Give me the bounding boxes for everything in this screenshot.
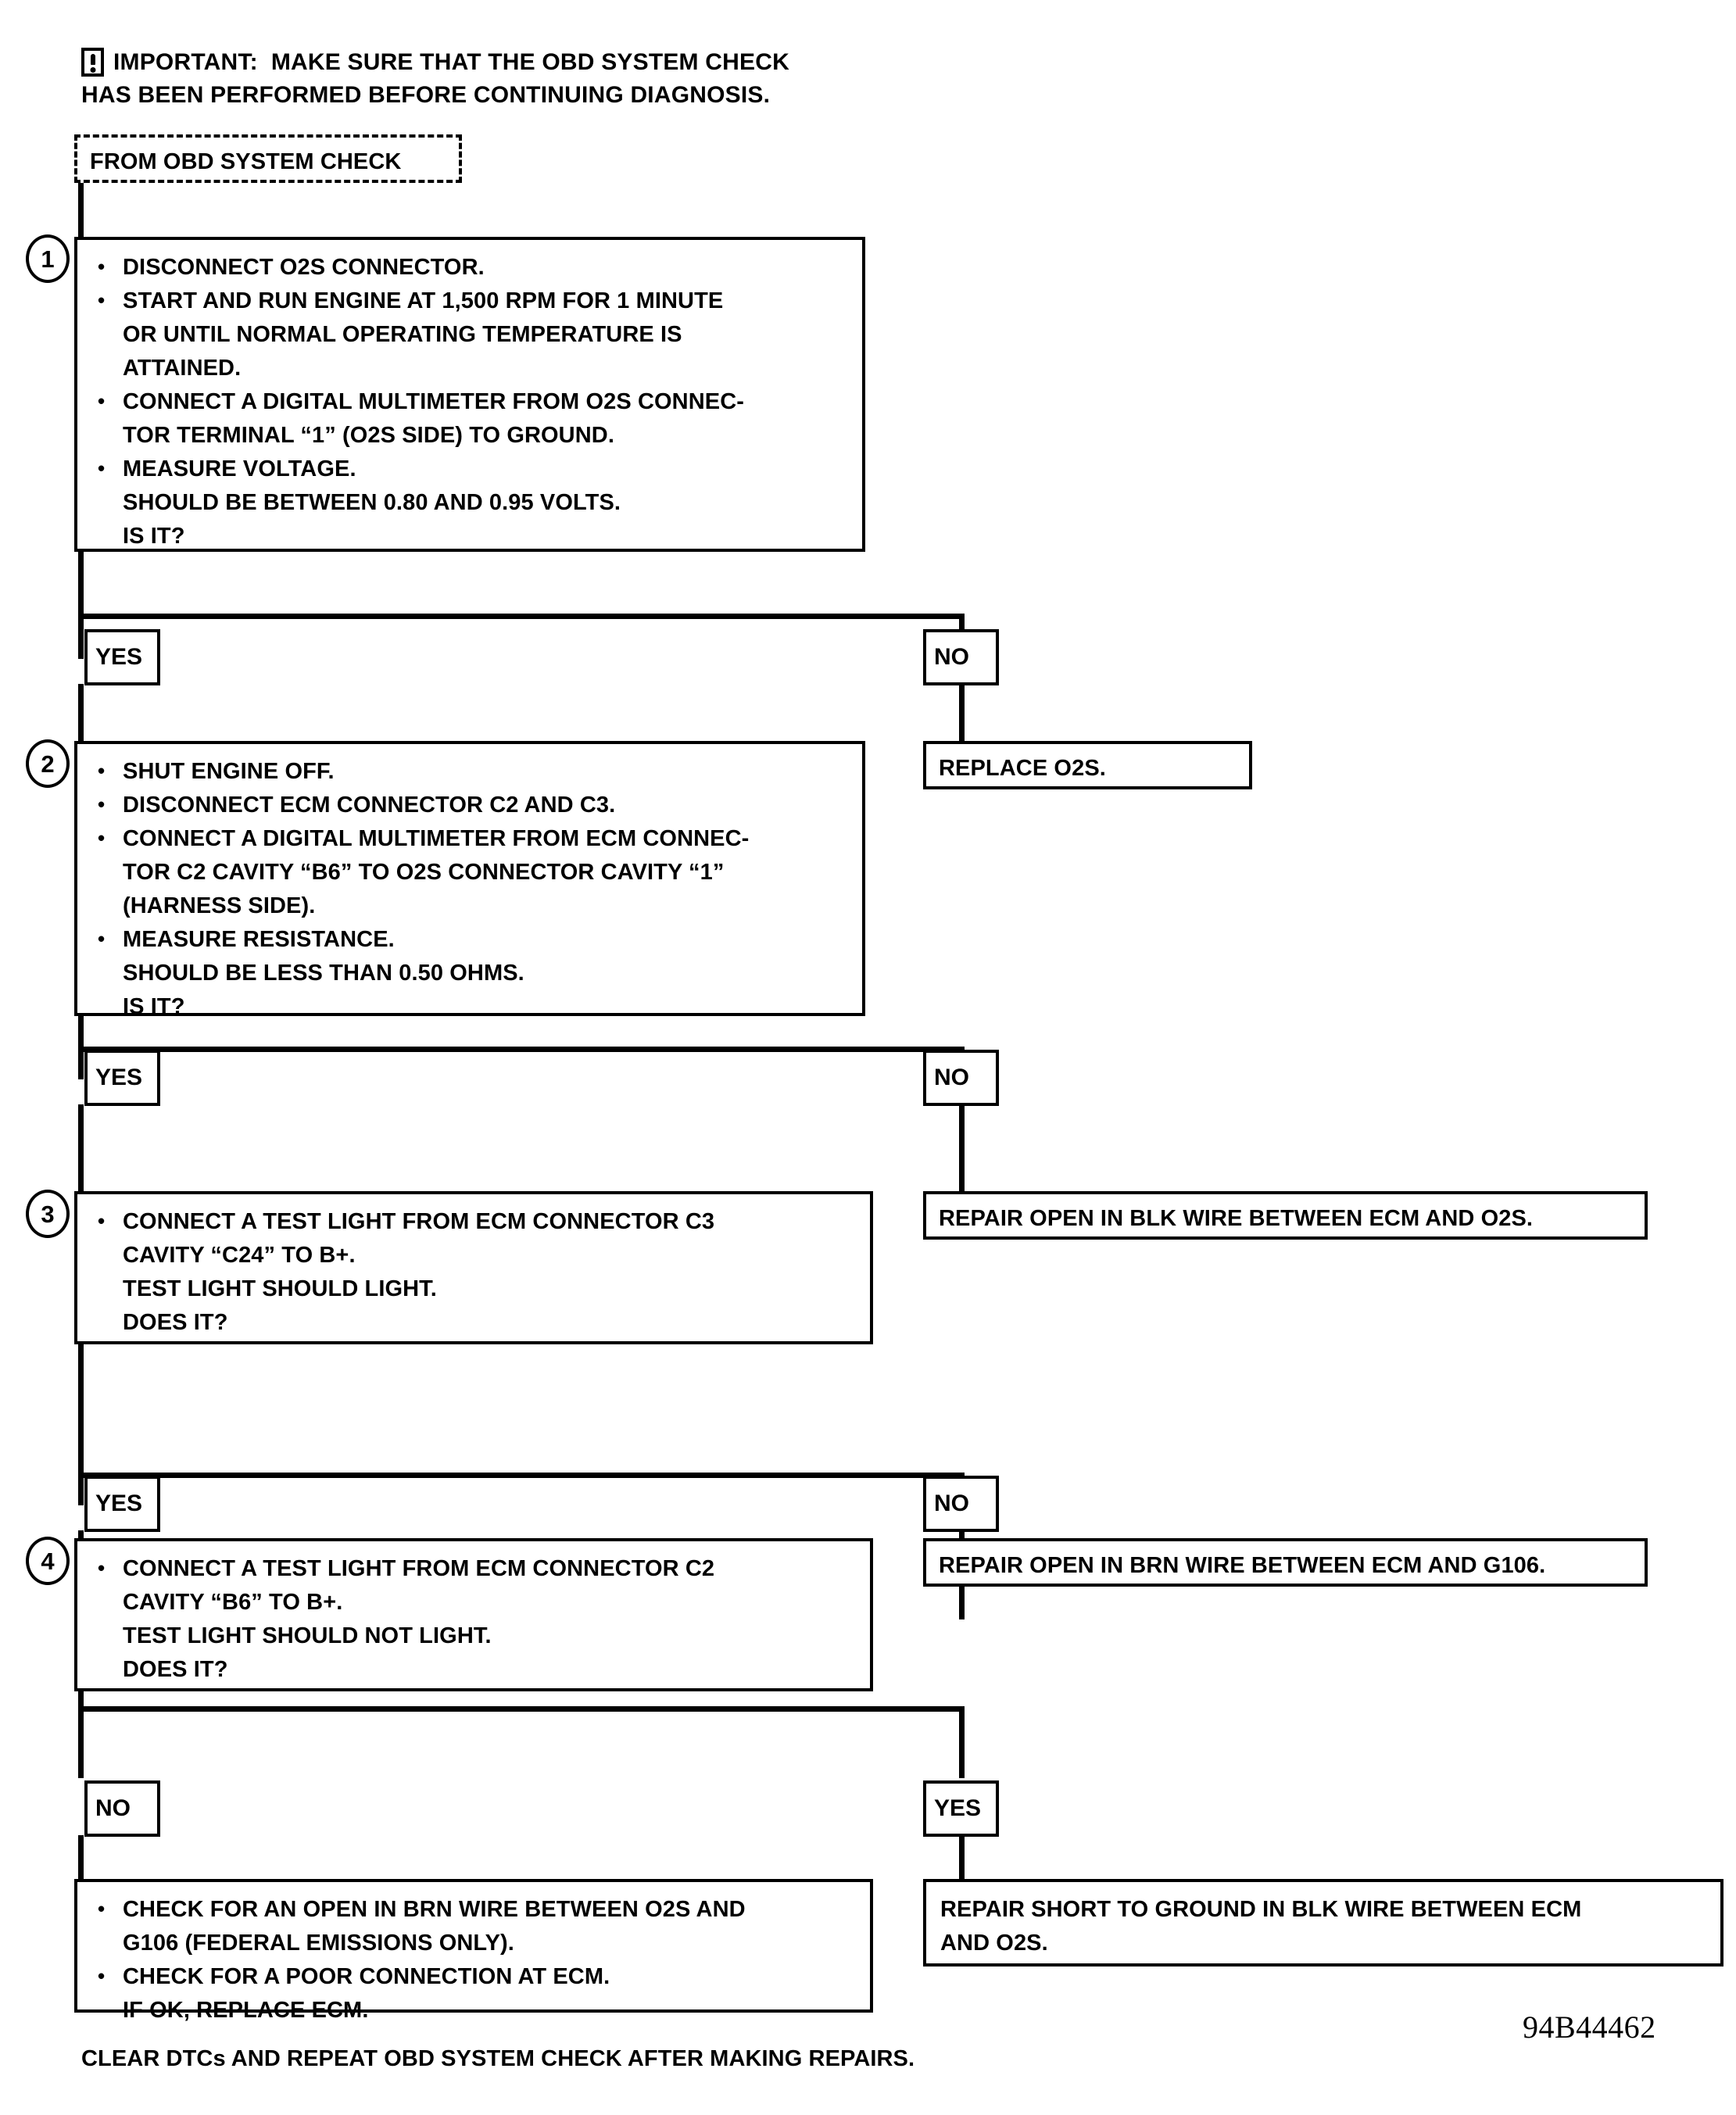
connector-branch2-left-down <box>78 1047 84 1079</box>
result-line: REPAIR OPEN IN BLK WIRE BETWEEN ECM AND … <box>939 1206 1534 1231</box>
branch-3-right-label-no: NO <box>923 1476 999 1532</box>
step-2-bullet-list: SHUT ENGINE OFF. DISCONNECT ECM CONNECTO… <box>91 754 848 1024</box>
connector-step1-down <box>78 552 84 619</box>
list-item: START AND RUN ENGINE AT 1,500 RPM FOR 1 … <box>91 284 848 385</box>
step-box-1: DISCONNECT O2S CONNECTOR. START AND RUN … <box>74 237 865 552</box>
list-item: SHUT ENGINE OFF. <box>91 754 848 789</box>
connector-branch4-horizontal <box>78 1706 965 1712</box>
step-number-2: 2 <box>26 739 70 788</box>
connector-branch4-left-down <box>78 1706 84 1778</box>
list-item: CHECK FOR AN OPEN IN BRN WIRE BETWEEN O2… <box>91 1892 856 1960</box>
result-line: REPLACE O2S. <box>939 756 1106 781</box>
list-item: CONNECT A DIGITAL MULTIMETER FROM O2S CO… <box>91 385 848 453</box>
important-notice: IMPORTANT: MAKE SURE THAT THE OBD SYSTEM… <box>81 47 1254 111</box>
step-box-2: SHUT ENGINE OFF. DISCONNECT ECM CONNECTO… <box>74 741 865 1019</box>
connector-branch1-left-down <box>78 614 84 659</box>
list-item: MEASURE VOLTAGE. SHOULD BE BETWEEN 0.80 … <box>91 452 848 553</box>
list-item: DISCONNECT O2S CONNECTOR. <box>91 250 848 285</box>
part-number: 94B44462 <box>1523 2009 1656 2045</box>
footer-note: CLEAR DTCs AND REPEAT OBD SYSTEM CHECK A… <box>81 2046 915 2071</box>
connector-branch3-horizontal <box>78 1473 965 1478</box>
final-action-box: CHECK FOR AN OPEN IN BRN WIRE BETWEEN O2… <box>74 1879 873 2023</box>
branch-4-left-label-no: NO <box>84 1780 160 1837</box>
entry-box-label: FROM OBD SYSTEM CHECK <box>90 149 402 174</box>
connector-branch4-right-down <box>959 1706 965 1778</box>
important-exclamation-icon <box>81 48 104 77</box>
connector-branch2-left-to-step3 <box>78 1104 84 1195</box>
notice-line-1: IMPORTANT: MAKE SURE THAT THE OBD SYSTEM… <box>113 49 789 75</box>
step-number-1: 1 <box>26 234 70 283</box>
list-item: DISCONNECT ECM CONNECTOR C2 AND C3. <box>91 788 848 822</box>
result-box-repair-short-to-ground: REPAIR SHORT TO GROUND IN BLK WIRE BETWE… <box>923 1879 1723 1966</box>
connector-branch1-horizontal <box>78 614 965 619</box>
final-action-bullet-list: CHECK FOR AN OPEN IN BRN WIRE BETWEEN O2… <box>91 1892 856 2027</box>
result-box-repair-open-brn-wire: REPAIR OPEN IN BRN WIRE BETWEEN ECM AND … <box>923 1538 1648 1587</box>
list-item: CONNECT A TEST LIGHT FROM ECM CONNECTOR … <box>91 1204 856 1340</box>
connector-branch2-horizontal <box>78 1047 965 1052</box>
step-1-bullet-list: DISCONNECT O2S CONNECTOR. START AND RUN … <box>91 250 848 553</box>
connector-branch3-left-down <box>78 1344 84 1505</box>
connector-entry-to-step1 <box>78 183 84 239</box>
connector-branch1-right-to-result1 <box>959 684 965 745</box>
branch-1-left-label-yes: YES <box>84 629 160 685</box>
connector-branch2-right-to-result2 <box>959 1104 965 1195</box>
result-line: REPAIR OPEN IN BRN WIRE BETWEEN ECM AND … <box>939 1553 1546 1578</box>
step-box-4: CONNECT A TEST LIGHT FROM ECM CONNECTOR … <box>74 1538 873 1691</box>
list-item: MEASURE RESISTANCE. SHOULD BE LESS THAN … <box>91 922 848 1024</box>
list-item: CONNECT A TEST LIGHT FROM ECM CONNECTOR … <box>91 1551 856 1687</box>
connector-branch1-left-to-step2 <box>78 684 84 745</box>
result-box-repair-open-blk-wire: REPAIR OPEN IN BLK WIRE BETWEEN ECM AND … <box>923 1191 1648 1240</box>
branch-2-left-label-yes: YES <box>84 1050 160 1106</box>
branch-4-right-label-yes: YES <box>923 1780 999 1837</box>
list-item: CONNECT A DIGITAL MULTIMETER FROM ECM CO… <box>91 821 848 923</box>
connector-branch4-right-to-result4 <box>959 1835 965 1885</box>
branch-1-right-label-no: NO <box>923 629 999 685</box>
notice-line-2: HAS BEEN PERFORMED BEFORE CONTINUING DIA… <box>81 82 771 108</box>
result-box-replace-o2s: REPLACE O2S. <box>923 741 1252 789</box>
list-item: CHECK FOR A POOR CONNECTION AT ECM. IF O… <box>91 1959 856 2027</box>
result-line: AND O2S. <box>940 1931 1048 1956</box>
step-number-3: 3 <box>26 1190 70 1238</box>
step-box-3: CONNECT A TEST LIGHT FROM ECM CONNECTOR … <box>74 1191 873 1344</box>
step-3-bullet-list: CONNECT A TEST LIGHT FROM ECM CONNECTOR … <box>91 1204 856 1340</box>
step-number-4: 4 <box>26 1537 70 1585</box>
result-line: REPAIR SHORT TO GROUND IN BLK WIRE BETWE… <box>940 1897 1582 1922</box>
branch-3-left-label-yes: YES <box>84 1476 160 1532</box>
entry-box-from-obd-system-check: FROM OBD SYSTEM CHECK <box>74 134 462 183</box>
connector-step2-down <box>78 1016 84 1052</box>
branch-2-right-label-no: NO <box>923 1050 999 1106</box>
step-4-bullet-list: CONNECT A TEST LIGHT FROM ECM CONNECTOR … <box>91 1551 856 1687</box>
connector-branch4-left-to-final <box>78 1835 84 1885</box>
